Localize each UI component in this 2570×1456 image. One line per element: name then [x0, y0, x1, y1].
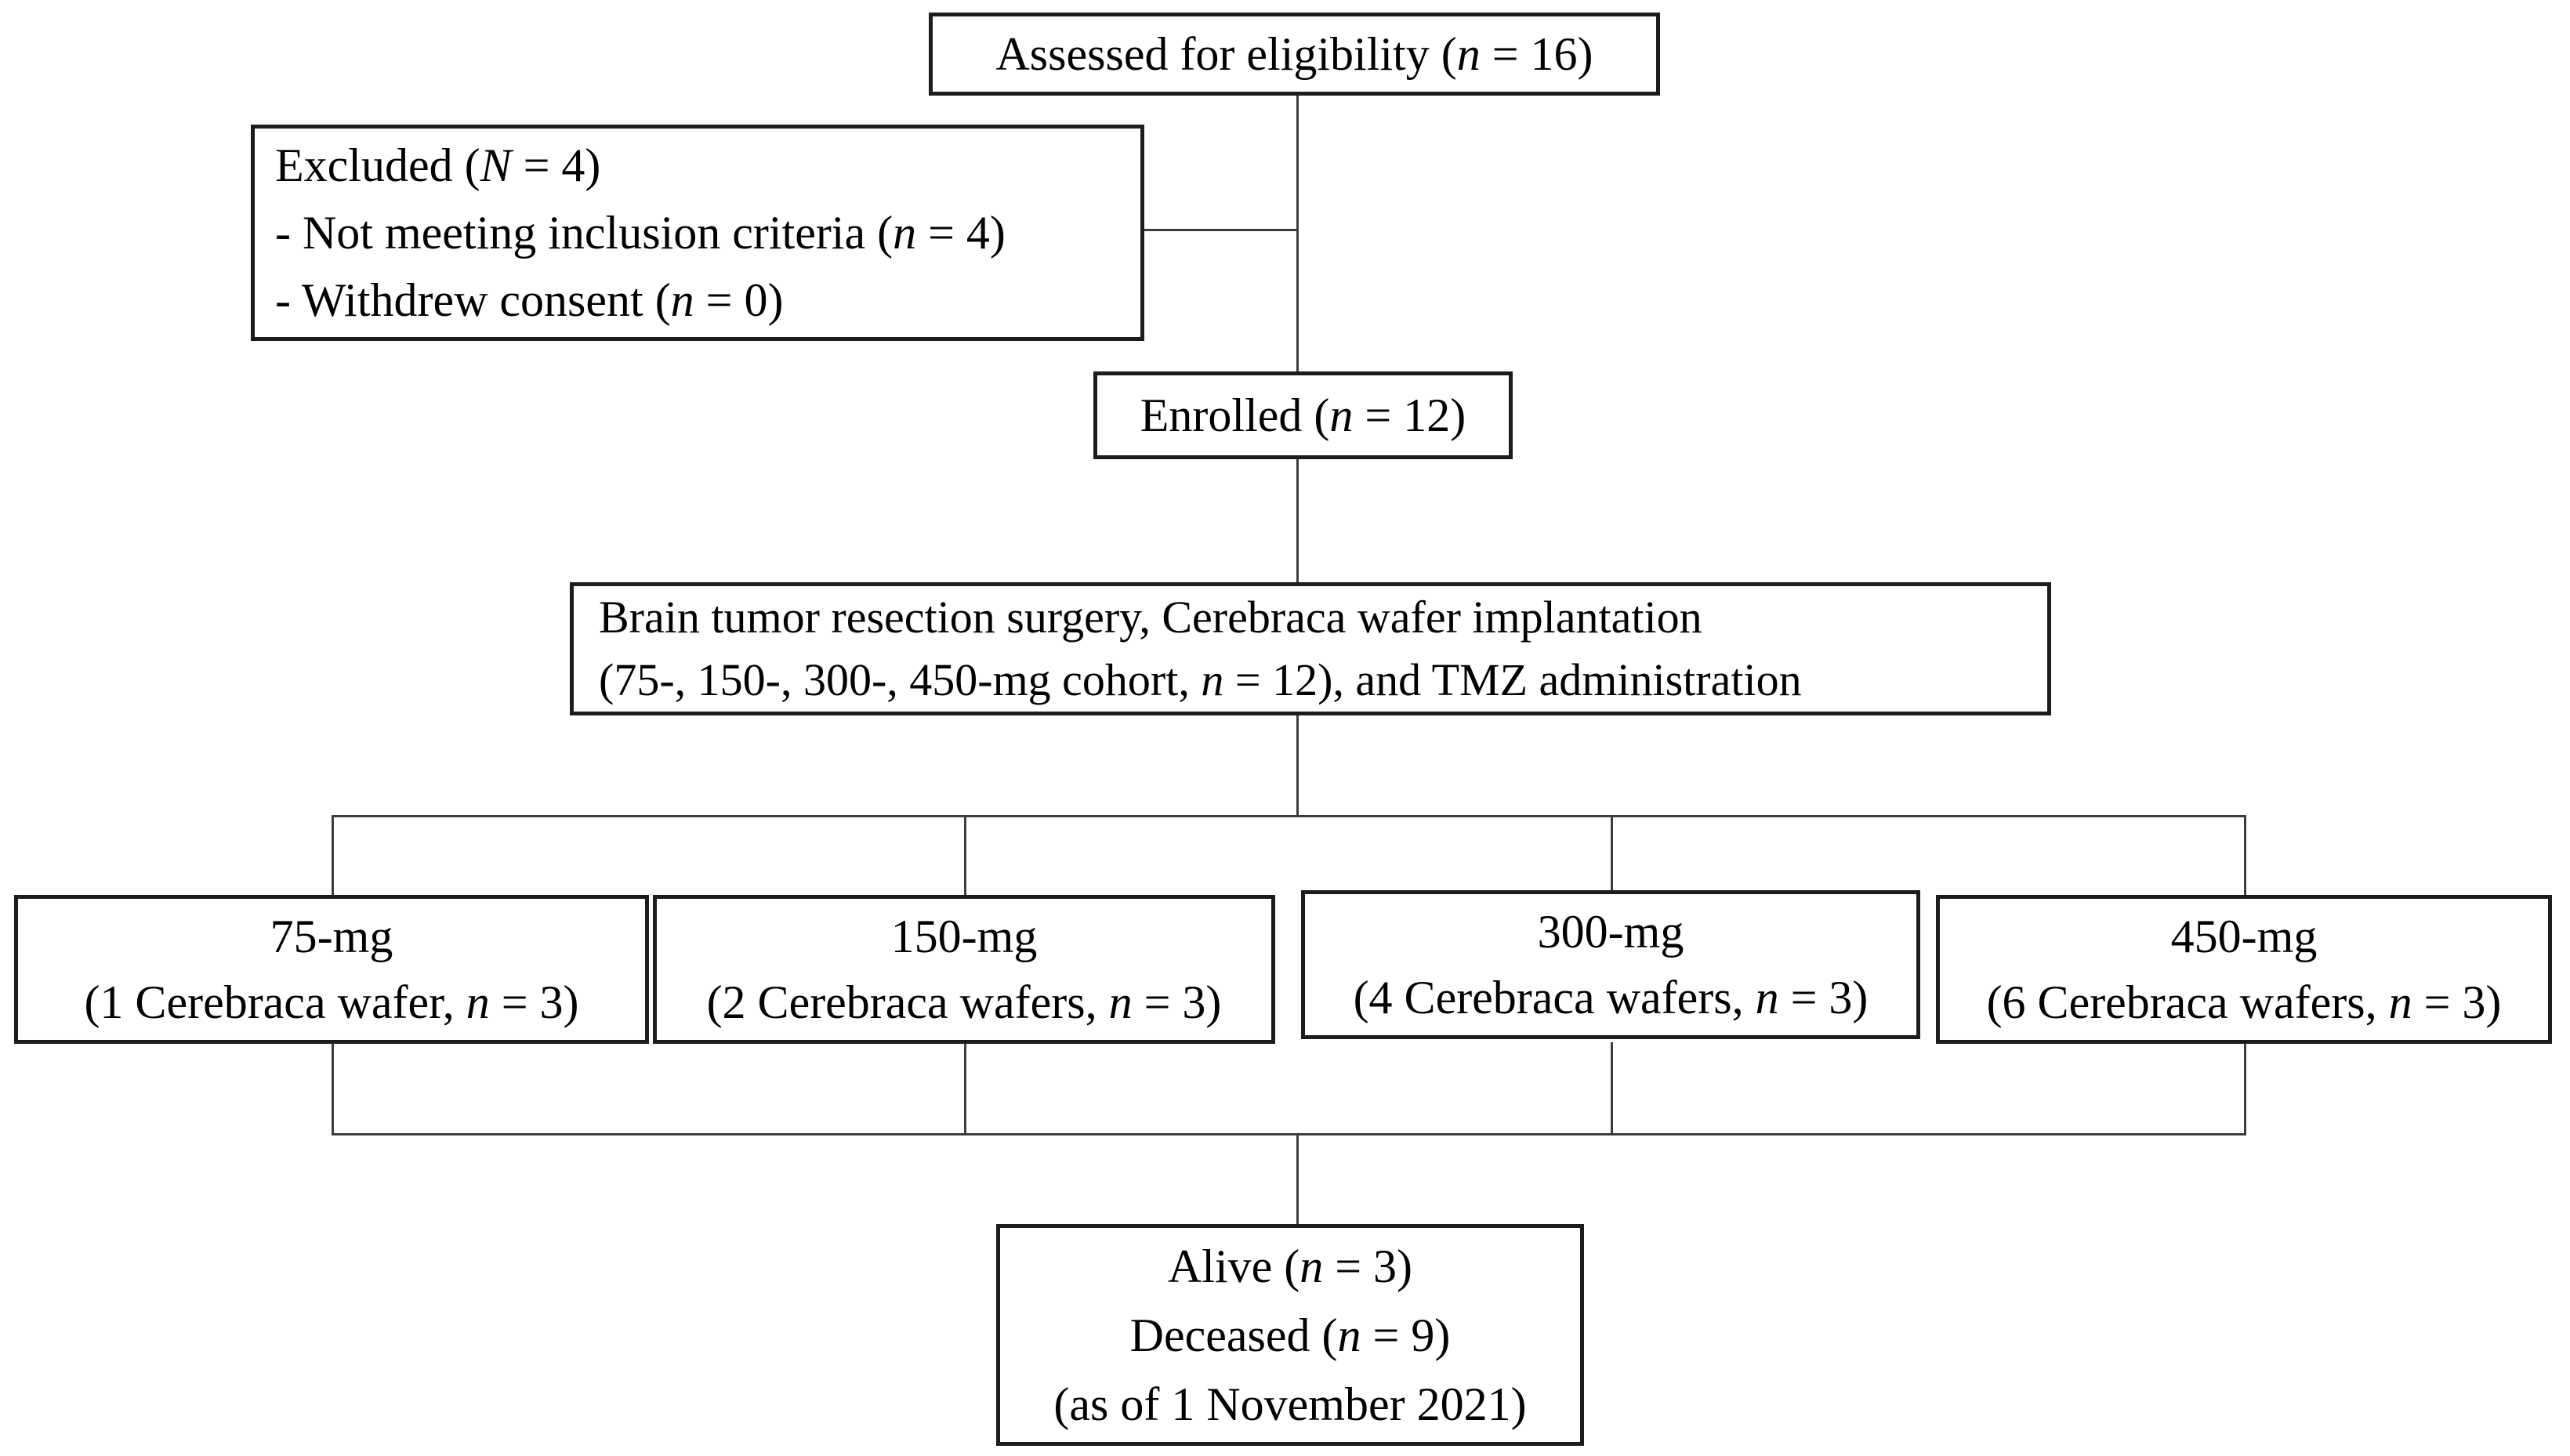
- outcome-line-alive: Alive (n = 3): [1167, 1240, 1413, 1292]
- connector-split-stub-300: [1611, 815, 1613, 896]
- surgery-line-1: Brain tumor resection surgery, Cerebraca…: [599, 592, 1702, 643]
- excluded-line-1: Excluded (N = 4): [275, 139, 601, 191]
- node-enrolled: Enrolled (n = 12): [1093, 371, 1513, 459]
- cohort-150mg-dose: 150-mg: [890, 911, 1038, 962]
- cohort-450mg-detail: (6 Cerebraca wafers, n = 3): [1986, 976, 2502, 1028]
- connector-assessed-to-enrolled: [1296, 94, 1299, 373]
- cohort-300mg-dose: 300-mg: [1537, 906, 1684, 958]
- node-outcome: Alive (n = 3) Deceased (n = 9) (as of 1 …: [996, 1224, 1584, 1446]
- cohort-300mg-detail: (4 Cerebraca wafers, n = 3): [1353, 972, 1869, 1023]
- connector-merge-bar-bottom: [332, 1133, 2246, 1135]
- cohort-75mg-detail: (1 Cerebraca wafer, n = 3): [84, 976, 579, 1028]
- connector-merge-stub-450: [2244, 1042, 2246, 1135]
- node-assessed-for-eligibility: Assessed for eligibility (n = 16): [929, 13, 1660, 96]
- connector-split-stub-75: [332, 815, 334, 896]
- connector-split-stub-450: [2244, 815, 2246, 896]
- connector-split-stub-150: [964, 815, 966, 896]
- node-cohort-150mg: 150-mg (2 Cerebraca wafers, n = 3): [653, 895, 1275, 1044]
- connector-merge-stub-300: [1611, 1042, 1613, 1135]
- cohort-75mg-dose: 75-mg: [270, 911, 393, 962]
- node-cohort-300mg: 300-mg (4 Cerebraca wafers, n = 3): [1301, 890, 1920, 1039]
- assessed-text: Assessed for eligibility (n = 16): [995, 28, 1593, 80]
- cohort-450mg-dose: 450-mg: [2170, 911, 2318, 962]
- outcome-line-asof: (as of 1 November 2021): [1053, 1378, 1527, 1430]
- surgery-line-2: (75-, 150-, 300-, 450-mg cohort, n = 12)…: [599, 654, 1802, 705]
- connector-split-bar-top: [332, 815, 2246, 817]
- outcome-line-deceased: Deceased (n = 9): [1129, 1309, 1451, 1361]
- node-excluded: Excluded (N = 4) - Not meeting inclusion…: [251, 125, 1144, 341]
- excluded-line-3: - Withdrew consent (n = 0): [275, 274, 784, 326]
- node-cohort-75mg: 75-mg (1 Cerebraca wafer, n = 3): [14, 895, 649, 1044]
- connector-enrolled-to-surgery: [1296, 458, 1299, 585]
- excluded-line-2: - Not meeting inclusion criteria (n = 4): [275, 207, 1006, 259]
- connector-surgery-to-split: [1296, 714, 1299, 817]
- node-surgery-implantation: Brain tumor resection surgery, Cerebraca…: [570, 582, 2051, 715]
- cohort-150mg-detail: (2 Cerebraca wafers, n = 3): [706, 976, 1222, 1028]
- node-cohort-450mg: 450-mg (6 Cerebraca wafers, n = 3): [1936, 895, 2552, 1044]
- connector-excluded-branch: [1144, 229, 1298, 231]
- connector-merge-to-outcome: [1296, 1133, 1299, 1226]
- connector-merge-stub-150: [964, 1042, 966, 1135]
- connector-merge-stub-75: [332, 1042, 334, 1135]
- enrolled-text: Enrolled (n = 12): [1140, 389, 1466, 441]
